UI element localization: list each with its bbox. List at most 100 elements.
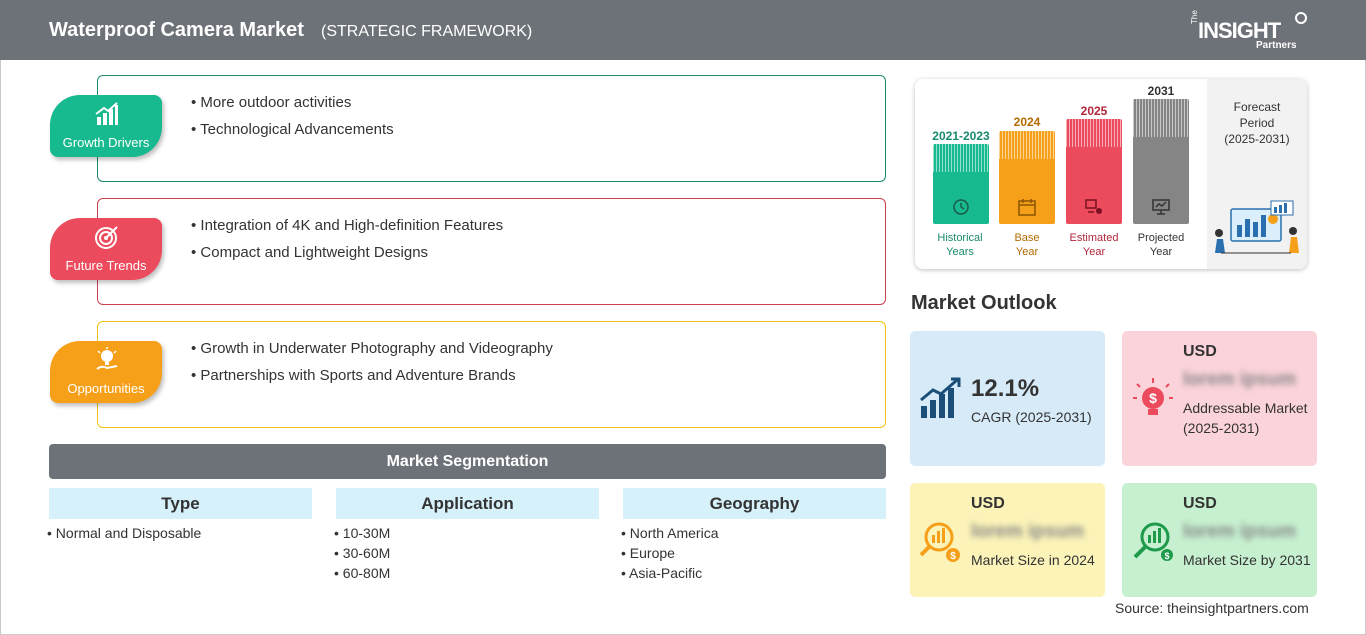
list-item: Partnerships with Sports and Adventure B… [191, 367, 553, 384]
list-item: North America [621, 525, 719, 541]
future-trends-label: Future Trends [65, 258, 147, 273]
list-item: Europe [621, 545, 719, 561]
list-item: Normal and Disposable [47, 525, 202, 541]
list-item: 30-60M [334, 545, 390, 561]
forecast-label: Forecast Period (2025-2031) [1215, 99, 1299, 147]
size-2031-value-blurred: lorem ipsum [1183, 521, 1296, 542]
segment-heading-application: Application [336, 488, 599, 519]
addressable-value-blurred: lorem ipsum [1183, 369, 1296, 390]
chart-magnifier-icon: $ [1133, 522, 1173, 561]
label-line: Base [1014, 232, 1040, 244]
analyst-dashboard-icon [1215, 200, 1299, 254]
size-2031-usd: USD [1183, 495, 1217, 512]
growth-drivers-card: More outdoor activities Technological Ad… [97, 75, 886, 182]
addressable-label: Addressable Market (2025-2031) [1183, 400, 1308, 436]
label-line: Years [946, 246, 974, 258]
money-magnifier-icon: $ [919, 522, 960, 562]
growth-drivers-list: More outdoor activities Technological Ad… [191, 94, 394, 148]
label-line: Year [1015, 246, 1039, 258]
forecast-line: Period [1239, 116, 1275, 130]
label-line: Year [1149, 246, 1173, 258]
addressable-usd: USD [1183, 343, 1217, 360]
size-2024-label: Market Size in 2024 [971, 552, 1095, 568]
segment-list-type: Normal and Disposable [47, 525, 202, 545]
timeline-panel: Forecast Period (2025-2031) 2021-2023 Hi… [915, 79, 1307, 269]
cagr-label: CAGR (2025-2031) [971, 409, 1092, 425]
label-line: Year [1082, 246, 1106, 258]
estimate-icon [1085, 199, 1102, 214]
market-segmentation-bar: Market Segmentation [49, 444, 886, 479]
list-item: 60-80M [334, 565, 390, 581]
svg-text:$: $ [1164, 551, 1169, 561]
segment-list-application: 10-30M 30-60M 60-80M [334, 525, 390, 585]
segment-heading-geography: Geography [623, 488, 886, 519]
future-trends-pill: Future Trends [50, 218, 162, 280]
bar-projected [1133, 99, 1189, 224]
list-item: Compact and Lightweight Designs [191, 244, 503, 261]
bar-stripe [1133, 99, 1189, 137]
dollar-bulb-icon: $ [1133, 378, 1173, 415]
cagr-box: 12.1% CAGR (2025-2031) [910, 331, 1105, 466]
label-line: Historical [937, 232, 983, 244]
year-projected: 2031 [1147, 84, 1175, 98]
bar-estimated [1066, 119, 1122, 224]
label-projected: Projected Year [1127, 231, 1195, 259]
logo-partners: Partners [1256, 40, 1297, 51]
size-2031-label: Market Size by 2031 [1183, 552, 1311, 568]
opportunities-label: Opportunities [67, 381, 145, 396]
growth-drivers-label: Growth Drivers [62, 135, 150, 150]
bar-stripe [933, 144, 989, 172]
svg-text:$: $ [1149, 390, 1157, 406]
year-historical: 2021-2023 [932, 129, 990, 143]
market-size-2024-box: $ USD lorem ipsum Market Size in 2024 [910, 483, 1105, 597]
year-estimated: 2025 [1080, 104, 1108, 118]
opportunities-list: Growth in Underwater Photography and Vid… [191, 340, 553, 394]
size-2024-usd: USD [971, 495, 1005, 512]
opportunities-card: Growth in Underwater Photography and Vid… [97, 321, 886, 428]
segment-heading-type: Type [49, 488, 312, 519]
insight-partners-logo: The INSIGHT Partners [1190, 10, 1310, 52]
label-base: Base Year [993, 231, 1061, 259]
year-base: 2024 [1013, 115, 1041, 129]
list-item: Growth in Underwater Photography and Vid… [191, 340, 552, 357]
bar-base [999, 131, 1055, 224]
addressable-market-box: $ USD lorem ipsum Addressable Market (20… [1122, 331, 1317, 466]
page-title: Waterproof Camera Market [49, 19, 304, 41]
presentation-icon [1152, 199, 1170, 215]
growth-drivers-pill: Growth Drivers [50, 95, 162, 157]
market-size-2031-box: $ USD lorem ipsum Market Size by 2031 [1122, 483, 1317, 597]
lightbulb-hand-icon [96, 347, 118, 370]
target-icon [95, 226, 118, 249]
size-2024-value-blurred: lorem ipsum [971, 521, 1084, 542]
list-item: More outdoor activities [191, 94, 394, 111]
growth-chart-icon [95, 102, 118, 125]
forecast-line: Forecast [1233, 100, 1281, 114]
forecast-range: (2025-2031) [1224, 132, 1290, 146]
cagr-value: 12.1% [971, 375, 1040, 402]
list-item: Integration of 4K and High-definition Fe… [191, 217, 503, 234]
future-trends-list: Integration of 4K and High-definition Fe… [191, 217, 503, 271]
label-line: Estimated [1069, 232, 1119, 244]
logo-insight: INSIGHT [1198, 18, 1281, 43]
growth-bars-icon [920, 377, 961, 418]
segment-list-geography: North America Europe Asia-Pacific [621, 525, 719, 585]
bar-stripe [999, 131, 1055, 159]
page-subtitle: (STRATEGIC FRAMEWORK) [321, 23, 533, 40]
calendar-icon [1018, 199, 1036, 216]
bar-stripe [1066, 119, 1122, 147]
market-outlook-title: Market Outlook [911, 292, 1057, 314]
list-item: Asia-Pacific [621, 565, 719, 581]
label-historical: Historical Years [925, 231, 995, 259]
svg-text:$: $ [950, 551, 956, 562]
label-line: Projected [1137, 232, 1185, 244]
history-icon [953, 199, 969, 215]
logo-circle-icon [1295, 12, 1307, 24]
opportunities-pill: Opportunities [50, 341, 162, 403]
bar-historical [933, 144, 989, 224]
future-trends-card: Integration of 4K and High-definition Fe… [97, 198, 886, 305]
label-estimated: Estimated Year [1060, 231, 1128, 259]
list-item: 10-30M [334, 525, 390, 541]
source-citation: Source: theinsightpartners.com [1115, 600, 1309, 616]
header-bar: Waterproof Camera Market (STRATEGIC FRAM… [0, 0, 1366, 60]
list-item: Technological Advancements [191, 121, 393, 138]
